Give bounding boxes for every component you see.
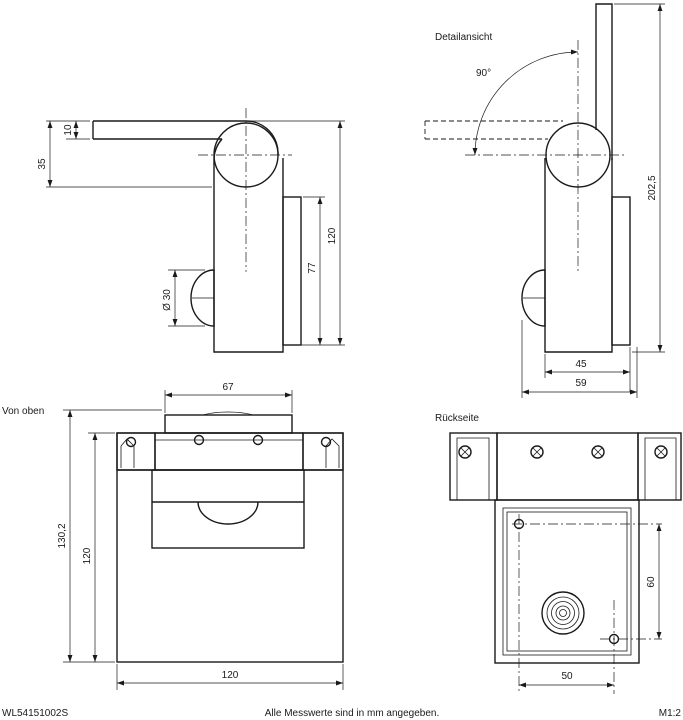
back-view: Rückseite	[435, 413, 682, 694]
scale-label: M1:2	[659, 708, 682, 719]
article-number: WL54151002S	[2, 708, 68, 719]
back-view-title: Rückseite	[435, 413, 479, 424]
dim-120-horizontal-label: 120	[222, 670, 239, 681]
dim-130-2-label: 130,2	[57, 523, 68, 548]
detail-body	[544, 158, 613, 353]
detail-title: Detailansicht	[435, 32, 492, 43]
measurement-note: Alle Messwerte sind in mm angegeben.	[265, 708, 440, 719]
back-screw-3	[591, 445, 605, 459]
back-housing	[494, 499, 640, 664]
detail-angle-label: 90°	[476, 68, 491, 79]
dim-59-label: 59	[575, 378, 587, 389]
top-arm	[164, 414, 293, 434]
dim-67-label: 67	[222, 382, 234, 393]
top-view-title: Von oben	[2, 406, 44, 417]
side-view: 10 35 Ø 30 77 120	[37, 108, 345, 353]
top-left-tab	[116, 432, 156, 471]
dim-10-label: 10	[63, 124, 74, 136]
detail-angle-arc	[472, 49, 579, 156]
side-mounting-plate	[282, 196, 302, 346]
back-left-tab	[449, 432, 498, 501]
dim-120-label: 120	[327, 227, 338, 244]
dim-120-vertical-label: 120	[82, 547, 93, 564]
dim-d30-label: Ø 30	[162, 289, 173, 311]
back-screw-right	[654, 445, 668, 459]
side-lamp-arm	[93, 120, 279, 156]
top-hinge-block	[151, 469, 305, 549]
dim-60-label: 60	[646, 576, 657, 588]
footer: WL54151002S Alle Messwerte sind in mm an…	[2, 708, 681, 719]
dim-50-label: 50	[561, 671, 573, 682]
dim-45-label: 45	[575, 359, 587, 370]
detail-view: Detailansicht 90° 202,5 45	[424, 3, 665, 398]
detail-mounting-plate	[611, 196, 631, 346]
back-top-band	[496, 432, 639, 501]
back-right-tab	[637, 432, 682, 501]
detail-arm-raised	[595, 3, 613, 160]
dim-35-label: 35	[37, 158, 48, 170]
back-screw-2	[530, 445, 544, 459]
side-body	[213, 158, 284, 353]
back-cable-gland	[541, 591, 585, 635]
back-screw-left	[458, 445, 472, 459]
dim-202-5-label: 202,5	[647, 175, 658, 200]
dim-77-label: 77	[307, 262, 318, 274]
top-view: Von oben 67 130,2	[2, 382, 344, 690]
top-sensor-dome	[197, 501, 259, 525]
